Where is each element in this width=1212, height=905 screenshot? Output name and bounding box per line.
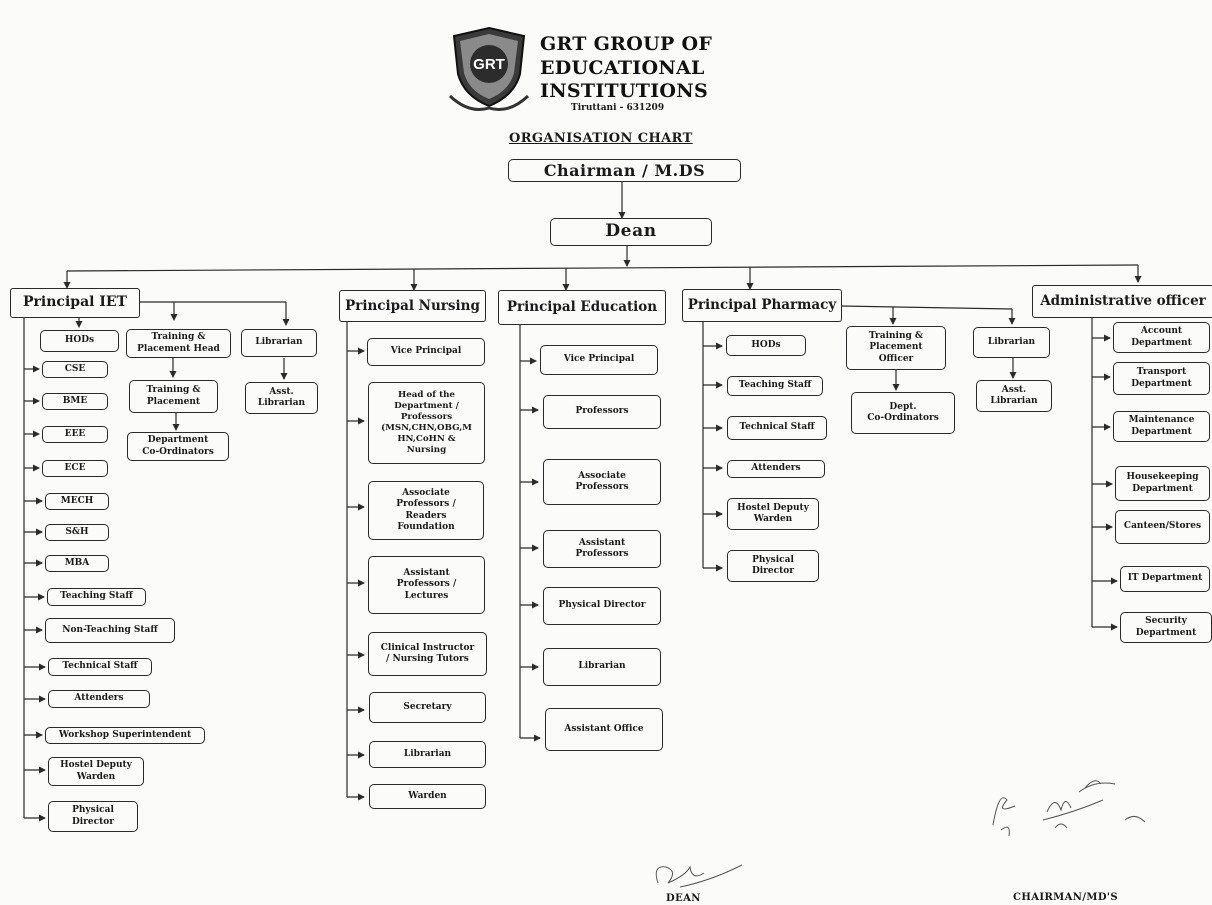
chairman-box: Chairman / M.DS (508, 159, 741, 182)
institution-line3: INSTITUTIONS (540, 80, 708, 102)
location-text: Tiruttani - 631209 (571, 103, 665, 113)
pharmacy-asst-librarian-box: Asst. Librarian (976, 380, 1052, 412)
education-item-box: Associate Professors (543, 459, 661, 505)
admin-item-box: Transport Department (1113, 362, 1210, 395)
chairman-signatures (992, 780, 1146, 837)
education-item-box: Assistant Office (545, 708, 663, 751)
pharmacy-item-box: Physical Director (727, 550, 819, 582)
iet-item-box: CSE (42, 361, 108, 378)
logo-text: GRT (473, 56, 505, 73)
nursing-item-box: Clinical Instructor / Nursing Tutors (368, 632, 487, 676)
pharmacy-item-box: Attenders (727, 460, 825, 478)
iet-item-box: Technical Staff (48, 658, 152, 676)
iet-item-box: Non-Teaching Staff (45, 618, 175, 643)
principal-nursing-box: Principal Nursing (339, 290, 486, 322)
pharmacy-item-box: Technical Staff (727, 416, 827, 440)
iet-item-box: Workshop Superintendent (45, 727, 205, 744)
iet-hods-box: HODs (40, 330, 119, 352)
admin-item-box: IT Department (1120, 566, 1210, 592)
education-item-box: Assistant Professors (543, 530, 661, 568)
institution-line1: GRT GROUP OF (540, 33, 713, 55)
institution-line2: EDUCATIONAL (540, 57, 705, 79)
pharmacy-item-box: Teaching Staff (727, 376, 823, 396)
iet-item-box: S&H (45, 524, 109, 541)
iet-librarian-box: Librarian (241, 329, 317, 357)
dean-box: Dean (550, 218, 712, 246)
nursing-item-box: Assistant Professors / Lectures (368, 556, 485, 614)
education-item-box: Vice Principal (540, 345, 658, 375)
nursing-item-box: Warden (369, 784, 486, 809)
iet-item-box: ECE (42, 460, 108, 477)
education-item-box: Professors (543, 395, 661, 429)
iet-item-box: Teaching Staff (47, 588, 146, 606)
administrative-officer-box: Administrative officer (1032, 285, 1212, 318)
principal-education-box: Principal Education (498, 290, 666, 325)
nursing-item-box: Librarian (369, 741, 486, 768)
education-item-box: Physical Director (543, 587, 661, 625)
iet-item-box: BME (42, 393, 108, 410)
pharmacy-item-box: HODs (726, 335, 806, 356)
chairman-md-label: CHAIRMAN/MD'S (1013, 892, 1118, 903)
dean-label: DEAN (666, 893, 701, 904)
nursing-item-box: Secretary (369, 692, 486, 723)
nursing-item-box: Vice Principal (367, 338, 485, 366)
admin-item-box: Account Department (1113, 322, 1210, 353)
dean-signature (655, 864, 743, 888)
iet-item-box: MBA (45, 555, 109, 572)
iet-item-box: Physical Director (48, 801, 138, 832)
pharmacy-item-box: Hostel Deputy Warden (727, 498, 819, 530)
education-item-box: Librarian (543, 648, 661, 686)
nursing-item-box: Head of the Department / Professors (MSN… (368, 382, 485, 464)
iet-item-box: Hostel Deputy Warden (48, 757, 144, 786)
iet-asst-librarian-box: Asst. Librarian (245, 382, 318, 414)
grt-logo: GRT (448, 26, 530, 111)
principal-iet-box: Principal IET (10, 288, 140, 318)
iet-item-box: EEE (42, 426, 108, 443)
iet-item-box: MECH (45, 493, 109, 510)
iet-department-coordinators-box: Department Co-Ordinators (127, 432, 229, 461)
admin-item-box: Maintenance Department (1113, 411, 1210, 442)
pharmacy-training-officer-box: Training & Placement Officer (846, 326, 946, 370)
iet-item-box: Attenders (48, 690, 150, 708)
admin-item-box: Housekeeping Department (1115, 466, 1210, 501)
chart-title: ORGANISATION CHART (509, 131, 693, 146)
admin-item-box: Security Department (1120, 612, 1212, 643)
iet-training-placement-box: Training & Placement (129, 380, 218, 413)
pharmacy-dept-coordinators-box: Dept. Co-Ordinators (851, 392, 955, 434)
iet-training-head-box: Training & Placement Head (126, 329, 231, 358)
pharmacy-librarian-box: Librarian (973, 327, 1050, 358)
nursing-item-box: Associate Professors / Readers Foundatio… (368, 481, 484, 540)
admin-item-box: Canteen/Stores (1115, 510, 1210, 544)
principal-pharmacy-box: Principal Pharmacy (682, 289, 842, 322)
